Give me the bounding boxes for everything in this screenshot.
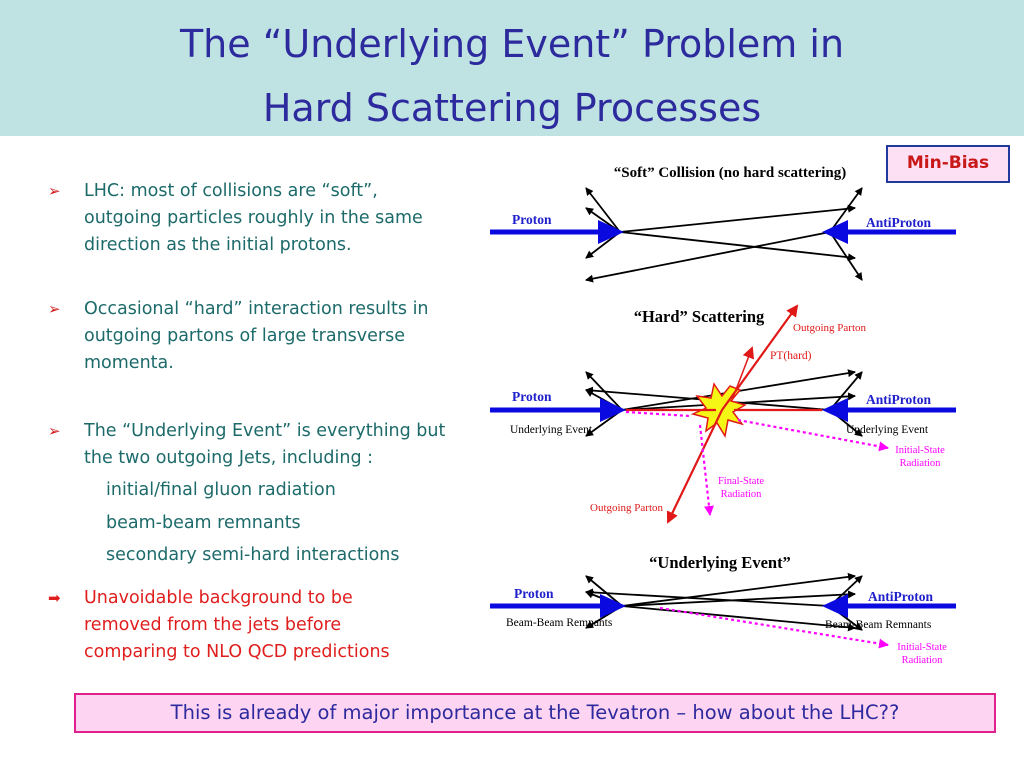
bullet-hard-interaction: ➢ Occasional “hard” interaction results … xyxy=(48,296,508,377)
slide-title-line-2: Hard Scattering Processes xyxy=(262,86,762,130)
hard-beams xyxy=(490,398,956,422)
underlying-event-diagram: “Underlying Event” Proton AntiProton Bea… xyxy=(490,553,956,666)
soft-outgoing-tracks xyxy=(585,187,863,283)
hard-ue-left-label: Underlying Event xyxy=(510,424,593,436)
bullet-line: Unavoidable background to be xyxy=(84,588,353,608)
right-arrow-bullet-icon: ➡ xyxy=(48,589,61,607)
bullet-line: The “Underlying Event” is everything but xyxy=(84,421,446,441)
sub-item-semi-hard: secondary semi-hard interactions xyxy=(106,545,400,565)
arrowhead-bullet-icon: ➢ xyxy=(48,422,61,440)
hard-isr-label-2: Radiation xyxy=(900,458,942,469)
ue-outgoing-tracks xyxy=(585,572,863,632)
soft-proton-label: Proton xyxy=(512,212,552,227)
soft-antiproton-label: AntiProton xyxy=(866,215,931,230)
ue-isr-label-1: Initial-State xyxy=(897,642,947,653)
bullet-line: momenta. xyxy=(84,353,174,373)
arrowhead-bullet-icon: ➢ xyxy=(48,182,61,200)
pt-hard-label: PT(hard) xyxy=(770,350,812,362)
sub-item-gluon-radiation: initial/final gluon radiation xyxy=(106,480,336,500)
arrowhead-bullet-icon: ➢ xyxy=(48,300,61,318)
hard-isr-label-1: Initial-State xyxy=(895,445,945,456)
bullet-line: outgoing partons of large transverse xyxy=(84,326,405,346)
outgoing-parton-bottom-label: Outgoing Parton xyxy=(590,502,664,514)
bullet-underlying-event: ➢ The “Underlying Event” is everything b… xyxy=(48,418,508,472)
outgoing-parton-top-label: Outgoing Parton xyxy=(793,322,867,334)
bullet-line: removed from the jets before xyxy=(84,615,342,635)
sub-item-beam-remnants: beam-beam remnants xyxy=(106,513,301,533)
hard-scattering-diagram: “Hard” Scattering xyxy=(490,304,956,524)
hard-antiproton-label: AntiProton xyxy=(866,392,931,407)
hard-scattering-title: “Hard” Scattering xyxy=(634,307,765,326)
bullet-line: Occasional “hard” interaction results in xyxy=(84,299,429,319)
hard-partons xyxy=(626,304,822,524)
hard-ue-right-label: Underlying Event xyxy=(846,424,929,436)
bullet-line: comparing to NLO QCD predictions xyxy=(84,642,390,662)
soft-collision-diagram: “Soft” Collision (no hard scattering) Pr… xyxy=(490,165,956,283)
min-bias-box: Min-Bias xyxy=(886,145,1010,183)
footer-callout: This is already of major importance at t… xyxy=(74,693,996,733)
ue-proton-label: Proton xyxy=(514,586,554,601)
hard-proton-label: Proton xyxy=(512,389,552,404)
ue-bb-right-label: Beam-Beam Remnants xyxy=(825,619,932,631)
fsr-label-1: Final-State xyxy=(718,476,764,487)
bullet-line: outgoing particles roughly in the same xyxy=(84,208,423,228)
ue-isr-label-2: Radiation xyxy=(902,655,944,666)
hard-radiation xyxy=(625,410,889,516)
slide-title-line-1: The “Underlying Event” Problem in xyxy=(179,22,845,66)
underlying-event-title: “Underlying Event” xyxy=(649,553,791,572)
bullet-line: LHC: most of collisions are “soft”, xyxy=(84,181,378,201)
soft-beams xyxy=(490,220,956,244)
bullet-background: ➡ Unavoidable background to be removed f… xyxy=(48,585,508,666)
ue-antiproton-label: AntiProton xyxy=(868,589,933,604)
min-bias-label: Min-Bias xyxy=(906,153,990,173)
bullet-lhc: ➢ LHC: most of collisions are “soft”, ou… xyxy=(48,178,508,259)
bullet-line: the two outgoing Jets, including : xyxy=(84,448,374,468)
fsr-label-2: Radiation xyxy=(721,489,763,500)
bullet-line: direction as the initial protons. xyxy=(84,235,352,255)
footer-text: This is already of major importance at t… xyxy=(170,701,900,724)
title-bar: The “Underlying Event” Problem in Hard S… xyxy=(0,0,1024,136)
ue-beams xyxy=(490,594,956,618)
ue-bb-left-label: Beam-Beam Remnants xyxy=(506,617,613,629)
soft-collision-title: “Soft” Collision (no hard scattering) xyxy=(614,165,847,181)
ue-radiation xyxy=(659,606,889,649)
